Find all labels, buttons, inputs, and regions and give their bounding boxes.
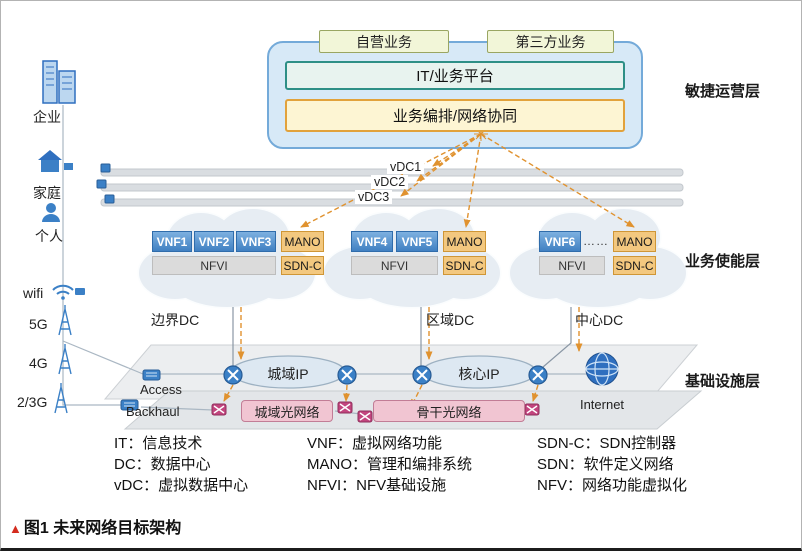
- 2-3g-label: 2/3G: [17, 394, 48, 410]
- layer-label-infrastructure: 基础设施层: [685, 373, 761, 390]
- legend-column-1: IT：信息技术 DC：数据中心 vDC：虚拟数据中心: [114, 432, 248, 495]
- legend-column-3: SDN-C：SDN控制器 SDN：软件定义网络 NFV：网络功能虚拟化: [537, 432, 687, 495]
- vnf4-box: VNF4: [351, 231, 393, 252]
- caption-text: 图1 未来网络目标架构: [23, 520, 182, 537]
- optical-node-icon: [357, 410, 373, 423]
- enterprise-label: 企业: [33, 109, 61, 125]
- vnf1-box: VNF1: [152, 231, 192, 252]
- layer-label-agile-operations: 敏捷运营层: [685, 83, 761, 100]
- optical-node-icon: [524, 403, 540, 416]
- vnf-ellipsis: ……: [583, 234, 609, 248]
- legend-item: NFVI：NFV基础设施: [307, 477, 447, 494]
- enterprise-building-icon: [42, 60, 76, 104]
- optical-node-icon: [211, 403, 227, 416]
- home-label: 家庭: [33, 185, 61, 201]
- metro-optical-box: 城域光网络: [241, 400, 333, 422]
- metro-ip-label: 城域IP: [267, 366, 309, 382]
- tab-third-party-services: 第三方业务: [487, 30, 614, 53]
- legend-item: DC：数据中心: [114, 456, 211, 473]
- personal-label: 个人: [35, 228, 63, 244]
- dc-drop-lines: [232, 307, 572, 368]
- wifi-icon: [52, 284, 74, 300]
- legend-item: SDN：软件定义网络: [537, 456, 674, 473]
- agile-operations-container: [267, 41, 643, 149]
- wifi-ap-icon: [75, 288, 85, 295]
- orchestration-coordination-box: 业务编排/网络协同: [285, 99, 625, 132]
- router-icon: [528, 365, 548, 385]
- 4g-label: 4G: [29, 355, 48, 371]
- central-dc-label: 中心DC: [575, 312, 624, 328]
- figure-caption: ▲图1 未来网络目标架构: [9, 514, 181, 538]
- vdc-server-icons: [96, 163, 115, 204]
- legend-item: NFV：网络功能虚拟化: [537, 477, 688, 494]
- control-arrows-vertical: [223, 307, 583, 408]
- mano-box-central: MANO: [613, 231, 656, 252]
- access-label: Access: [140, 382, 182, 397]
- mano-box-regional: MANO: [443, 231, 486, 252]
- home-icon: [38, 150, 73, 172]
- vnf2-box: VNF2: [194, 231, 234, 252]
- access-node-icon: [142, 369, 161, 381]
- tab-self-operated-services: 自营业务: [319, 30, 449, 53]
- internet-label: Internet: [579, 397, 625, 412]
- optical-node-icon: [337, 401, 353, 414]
- layer-label-service-enablement: 业务使能层: [685, 253, 761, 270]
- router-icon: [337, 365, 357, 385]
- it-business-platform-box: IT/业务平台: [285, 61, 625, 90]
- nfvi-box-edge: NFVI: [152, 256, 276, 275]
- legend-item: SDN-C：SDN控制器: [537, 435, 677, 452]
- caption-triangle-icon: ▲: [9, 521, 22, 536]
- backbone-optical-box: 骨干光网络: [373, 400, 525, 422]
- vdc1-label: vDC1: [387, 160, 425, 174]
- backhaul-label: Backhaul: [126, 404, 180, 419]
- vnf3-box: VNF3: [236, 231, 276, 252]
- legend-column-2: VNF：虚拟网络功能 MANO：管理和编排系统 NFVI：NFV基础设施: [307, 432, 472, 495]
- vnf6-box: VNF6: [539, 231, 581, 252]
- internet-globe-icon: [585, 352, 619, 386]
- wifi-label: wifi: [23, 285, 44, 301]
- person-icon: [42, 203, 60, 222]
- tower-4g-icon: [58, 344, 72, 375]
- vdc3-label: vDC3: [355, 190, 393, 204]
- mano-box-edge: MANO: [281, 231, 324, 252]
- ip-layer-plane: [103, 344, 699, 400]
- legend-item: IT：信息技术: [114, 435, 203, 452]
- tower-5g-icon: [58, 305, 72, 336]
- legend-item: vDC：虚拟数据中心: [114, 477, 249, 494]
- legend-item: VNF：虚拟网络功能: [307, 435, 443, 452]
- sdnc-box-edge: SDN-C: [281, 256, 324, 275]
- core-ip-label: 核心IP: [458, 366, 500, 382]
- legend-item: MANO：管理和编排系统: [307, 456, 473, 473]
- edge-dc-label: 边界DC: [151, 312, 200, 328]
- sdnc-box-central: SDN-C: [613, 256, 656, 275]
- sdnc-box-regional: SDN-C: [443, 256, 486, 275]
- vnf5-box: VNF5: [396, 231, 438, 252]
- 5g-label: 5G: [29, 316, 48, 332]
- router-icon: [223, 365, 243, 385]
- nfvi-box-central: NFVI: [539, 256, 605, 275]
- regional-dc-label: 区域DC: [426, 312, 475, 328]
- tower-2-3g-icon: [54, 383, 68, 414]
- nfvi-box-regional: NFVI: [351, 256, 438, 275]
- vdc2-label: vDC2: [371, 175, 409, 189]
- router-icon: [412, 365, 432, 385]
